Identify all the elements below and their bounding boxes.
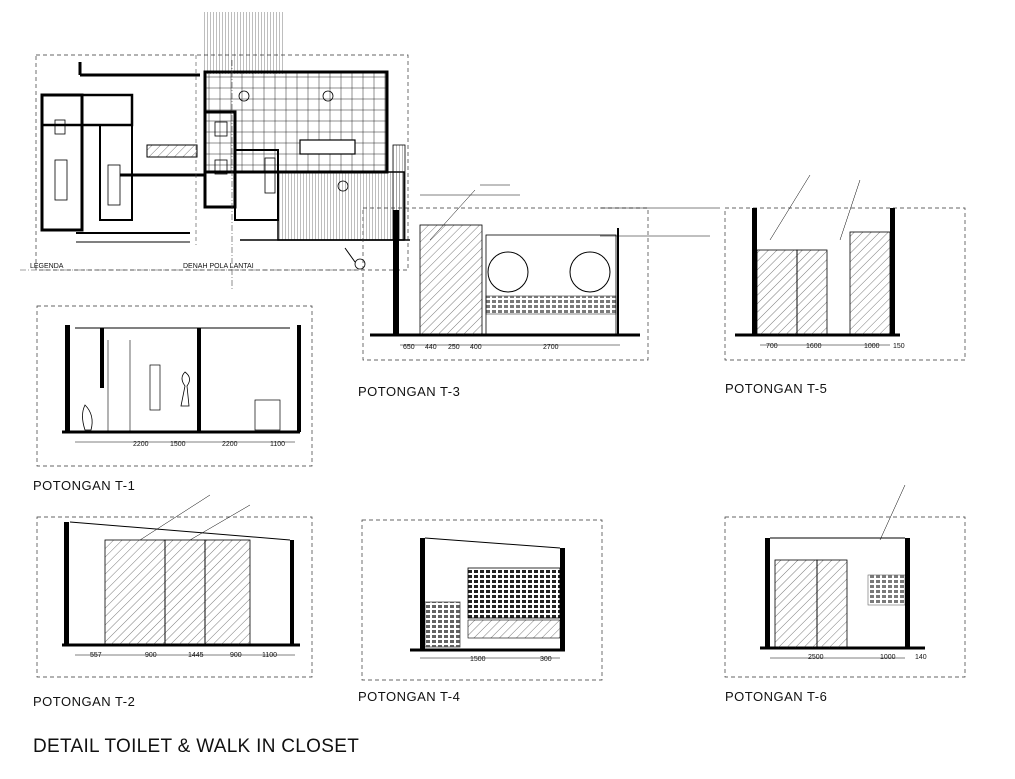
section-t3: [362, 184, 720, 361]
t3-dim-2: 440: [425, 344, 437, 351]
section-t1: [36, 305, 313, 467]
t3-dim-3: 250: [448, 344, 460, 351]
caption-potongan-t4: POTONGAN T-4: [358, 689, 461, 704]
t6-dim-2: 1000: [880, 654, 896, 661]
t6-dim-1: 2500: [808, 654, 824, 661]
t1-dim-1: 2200: [133, 441, 149, 448]
t3-dim-5: 2700: [543, 344, 559, 351]
t3-dim-4: 400: [470, 344, 482, 351]
caption-potongan-t2: POTONGAN T-2: [33, 694, 136, 709]
t2-dim-2: 900: [145, 652, 157, 659]
t5-dim-4: 150: [893, 343, 905, 350]
section-t4: [361, 519, 603, 681]
plan-legend-label: LEGENDA: [30, 263, 64, 270]
drawing-title: DETAIL TOILET & WALK IN CLOSET: [33, 736, 360, 757]
caption-potongan-t3: POTONGAN T-3: [358, 384, 461, 399]
t5-dim-1: 700: [766, 343, 778, 350]
caption-potongan-t5: POTONGAN T-5: [725, 381, 828, 396]
t1-dim-2: 1500: [170, 441, 186, 448]
t5-dim-2: 1600: [806, 343, 822, 350]
section-t5: [724, 174, 966, 361]
t1-dim-4: 1100: [270, 441, 286, 448]
caption-potongan-t1: POTONGAN T-1: [33, 478, 136, 493]
t2-dim-4: 900: [230, 652, 242, 659]
t3-dim-1: 650: [403, 344, 415, 351]
t2-dim-1: 557: [90, 652, 102, 659]
caption-potongan-t6: POTONGAN T-6: [725, 689, 828, 704]
floor-plan: [20, 12, 410, 290]
t6-dim-3: 140: [915, 654, 927, 661]
t1-dim-3: 2200: [222, 441, 238, 448]
t4-dim-1: 1500: [470, 656, 486, 663]
t5-dim-3: 1000: [864, 343, 880, 350]
section-t6: [724, 484, 966, 678]
t4-dim-2: 300: [540, 656, 552, 663]
t2-dim-3: 1445: [188, 652, 204, 659]
t2-dim-5: 1100: [262, 652, 278, 659]
section-t2: [36, 494, 313, 678]
plan-title-label: DENAH POLA LANTAI: [183, 263, 254, 270]
